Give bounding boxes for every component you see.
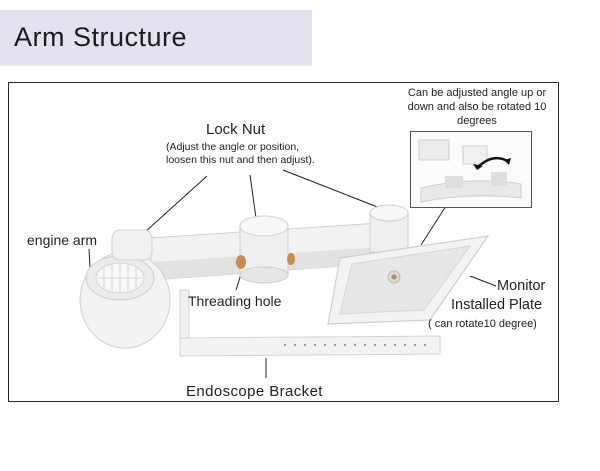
monitor-rotation-note: ( can rotate10 degree) — [428, 318, 537, 330]
right-lock-nut — [369, 204, 409, 253]
lock-nut-desc-line2: loosen this nut and then adjust). — [166, 154, 315, 166]
engine-arm-label: engine arm — [27, 232, 98, 248]
monitor-label-line1: Monitor — [497, 278, 546, 294]
leader-lock-center — [249, 174, 257, 219]
leader-lock-right — [282, 169, 381, 209]
engine-arm-part — [79, 229, 171, 349]
monitor-label-line2: Installed Plate — [451, 297, 543, 313]
rotation-inset-image — [410, 131, 532, 208]
lock-nut-title: Lock Nut — [206, 121, 266, 138]
center-lock-nut — [236, 215, 295, 284]
page-title: Arm Structure — [14, 22, 188, 52]
title-band — [0, 10, 312, 66]
endoscope-bracket-label: Endoscope Bracket — [186, 383, 323, 400]
diagram-frame — [8, 82, 559, 402]
rotation-arrow-icon — [418, 139, 522, 203]
threading-hole-mark — [236, 255, 246, 269]
lock-nut-description: (Adjust the angle or position, loosen th… — [166, 141, 315, 167]
endoscope-bracket — [179, 289, 441, 357]
lock-nut-desc-line1: (Adjust the angle or position, — [166, 141, 300, 153]
threading-hole-label: Threading hole — [188, 293, 282, 309]
leader-lock-left — [144, 175, 208, 233]
leader-adjust — [420, 205, 447, 246]
adjust-note: Can be adjusted angle up or down and als… — [407, 87, 547, 127]
leader-monitor — [469, 275, 497, 287]
monitor-plate — [327, 235, 490, 325]
